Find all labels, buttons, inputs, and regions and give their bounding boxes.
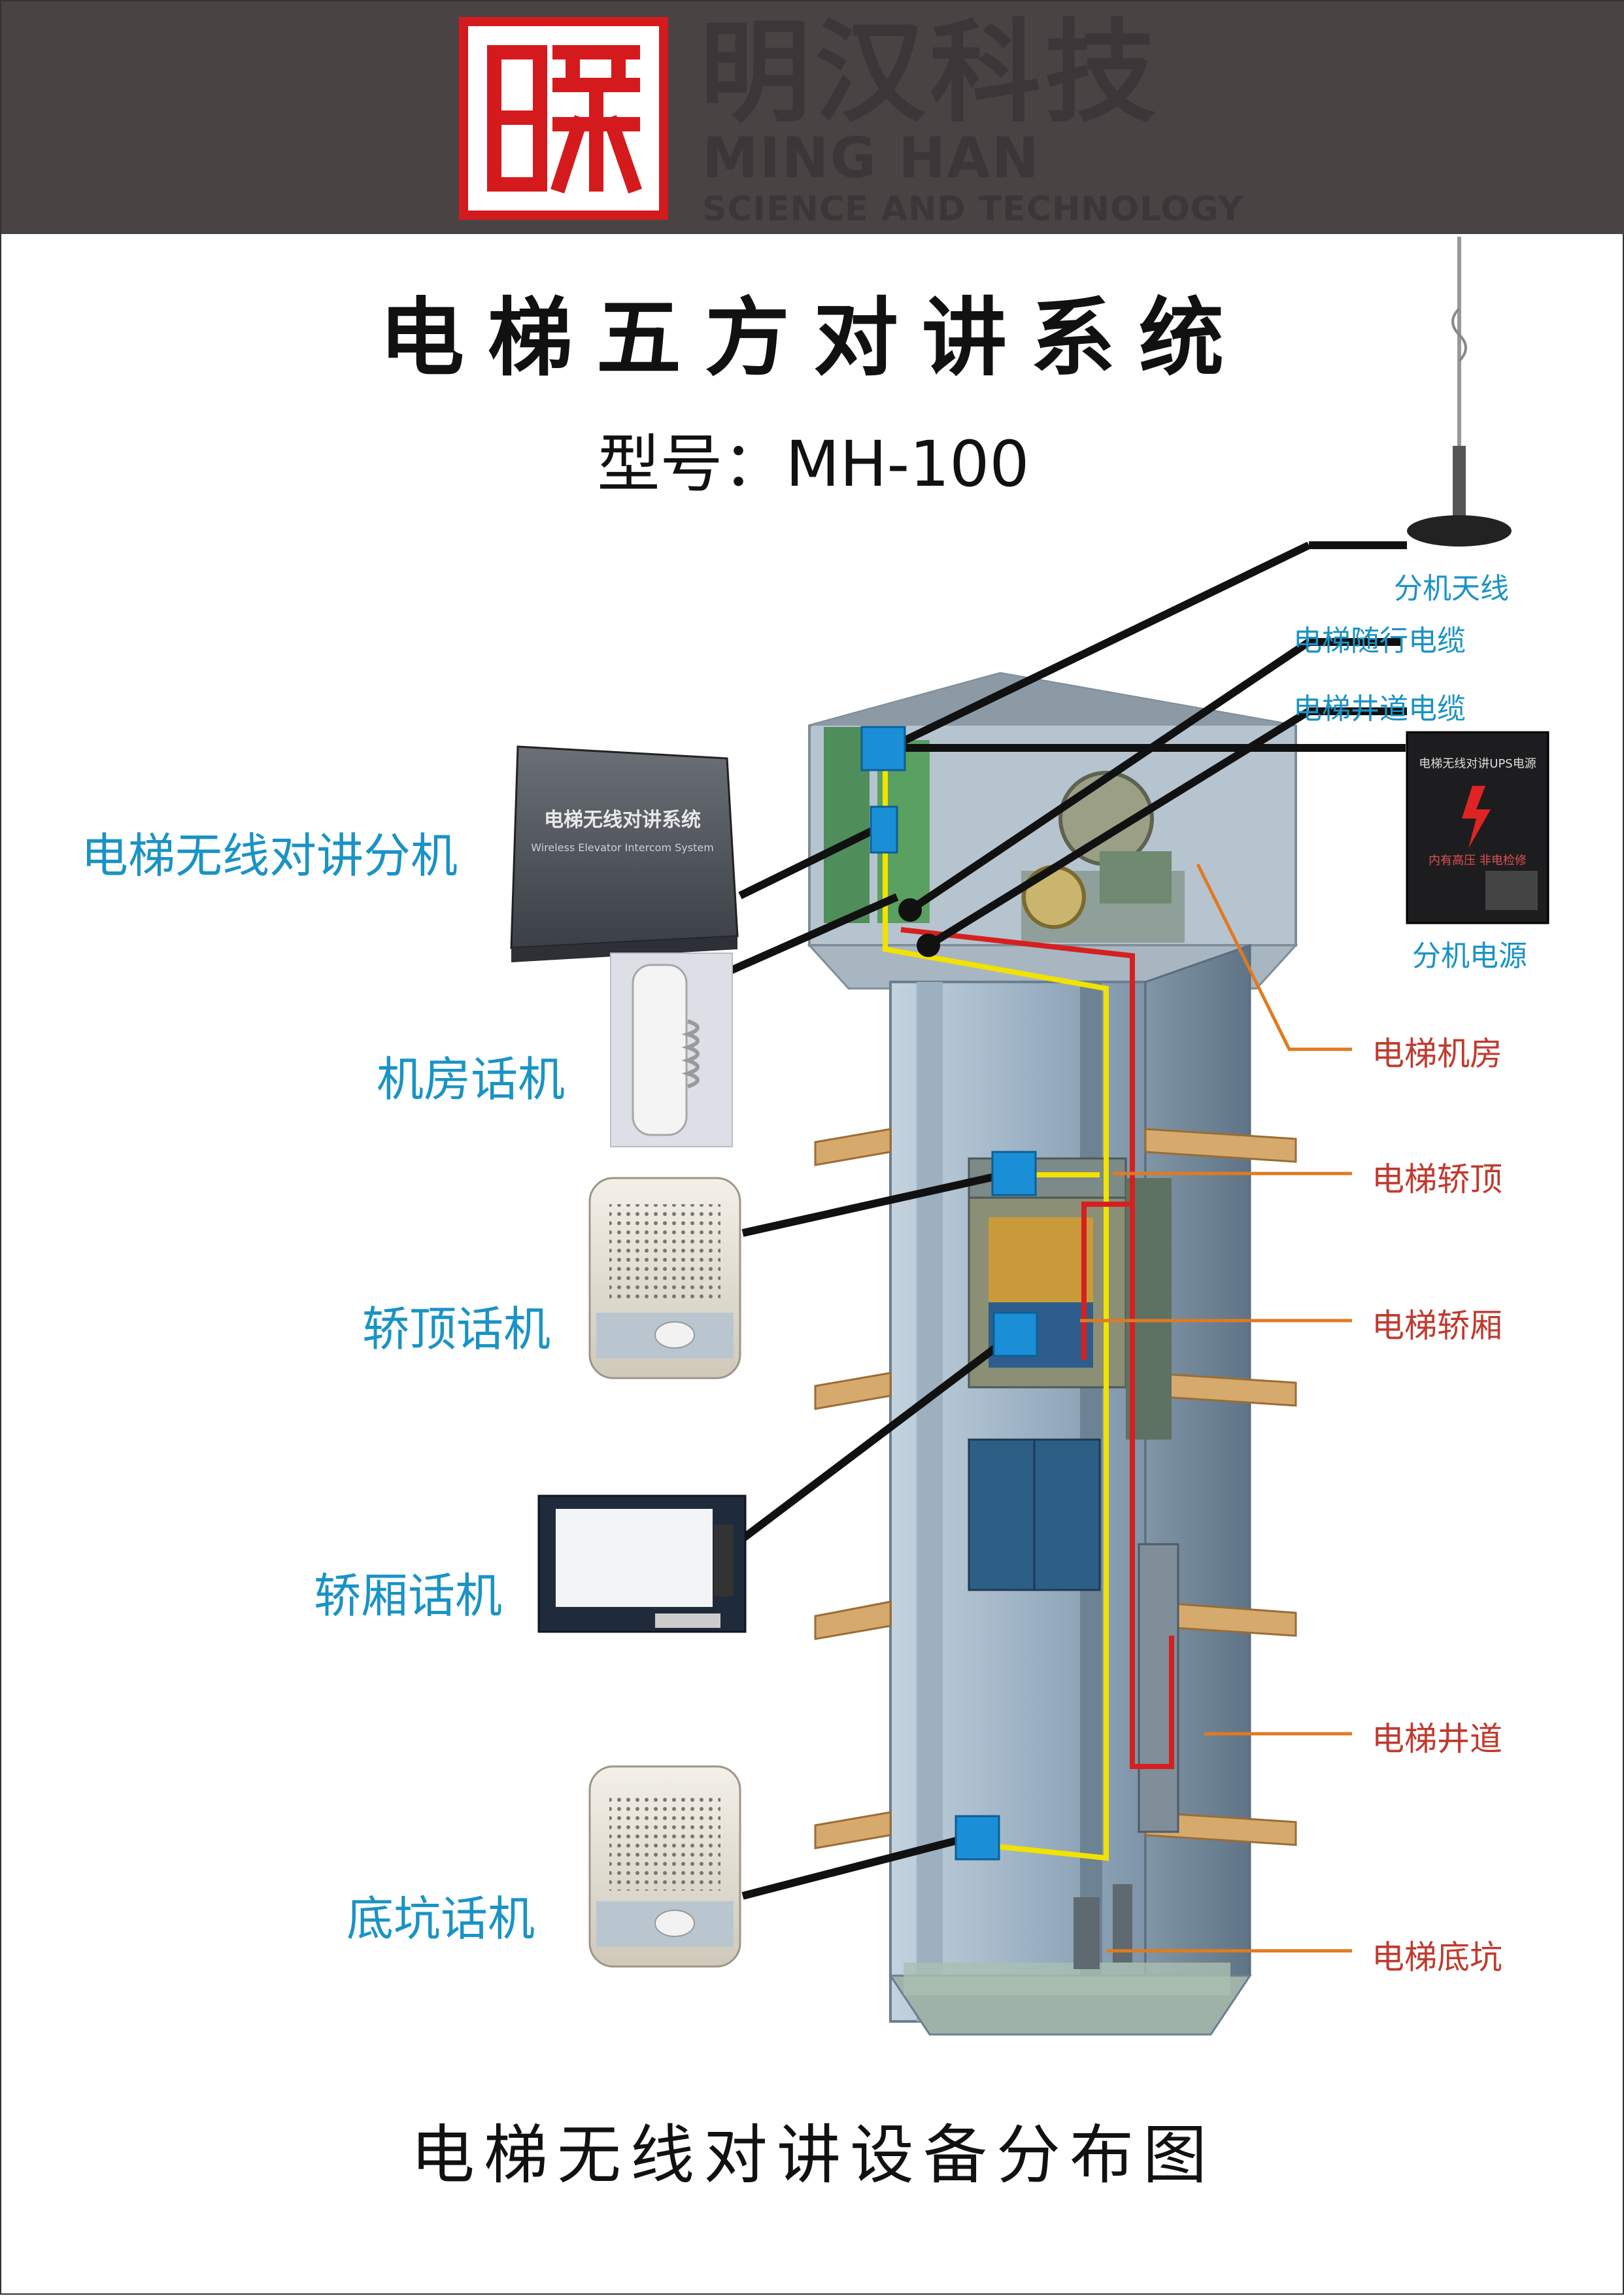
device-link-lines	[725, 541, 1407, 1900]
wireless-unit-sublabel: Wireless Elevator Intercom System	[531, 841, 714, 854]
header-banner: 明汉科技 MING HAN SCIENCE AND TECHNOLOGY	[1, 1, 1624, 234]
brand-name-english: MING HAN	[702, 126, 1040, 191]
page-title: 电梯五方对讲系统	[379, 288, 1247, 388]
seal-logo-icon	[459, 17, 668, 220]
label-shaft-cable: 电梯井道电缆	[1293, 692, 1466, 726]
car-top-speaker-icon	[588, 1177, 741, 1379]
label-traveling-cable: 电梯随行电缆	[1293, 624, 1466, 658]
pit-speaker-icon	[588, 1765, 741, 1968]
power-supply-warning: 内有高压 非电检修	[1429, 854, 1527, 868]
label-car: 电梯轿厢	[1372, 1307, 1502, 1345]
label-wireless-unit: 电梯无线对讲分机	[81, 828, 458, 883]
cable-junction-dot	[898, 898, 922, 922]
handset-phone-icon	[610, 953, 733, 1147]
label-antenna: 分机天线	[1394, 572, 1509, 605]
orange-leader-lines	[1080, 863, 1352, 1953]
wireless-unit-label: 电梯无线对讲系统	[544, 809, 701, 832]
cable-junction-dot	[917, 934, 940, 957]
seal-glyph-icon	[487, 45, 643, 194]
label-pit: 电梯底坑	[1372, 1938, 1502, 1976]
antenna-icon	[1407, 237, 1512, 547]
label-power-supply: 分机电源	[1412, 939, 1527, 973]
power-supply-label: 电梯无线对讲UPS电源	[1419, 757, 1536, 771]
diagram-caption: 电梯无线对讲设备分布图	[410, 2118, 1216, 2193]
node-markers	[860, 726, 1038, 1861]
label-car-phone: 轿厢话机	[314, 1568, 503, 1623]
label-machine-room-phone: 机房话机	[377, 1052, 566, 1107]
model-number: 型号：MH-100	[597, 428, 1030, 501]
wireless-unit-icon	[510, 745, 739, 962]
car-phone-panel-icon	[537, 1494, 747, 1633]
travel-cable-red	[900, 927, 1174, 1769]
power-supply-icon	[1406, 731, 1549, 924]
brand-name-chinese: 明汉科技	[700, 8, 1160, 138]
label-car-top-phone: 轿顶话机	[362, 1302, 551, 1357]
floor-slabs	[814, 1128, 1297, 1849]
brand-subtitle: SCIENCE AND TECHNOLOGY	[702, 190, 1243, 229]
label-machine-room: 电梯机房	[1372, 1035, 1502, 1073]
label-car-top: 电梯轿顶	[1372, 1160, 1502, 1198]
label-shaft: 电梯井道	[1372, 1720, 1502, 1758]
label-pit-phone: 底坑话机	[347, 1891, 535, 1946]
